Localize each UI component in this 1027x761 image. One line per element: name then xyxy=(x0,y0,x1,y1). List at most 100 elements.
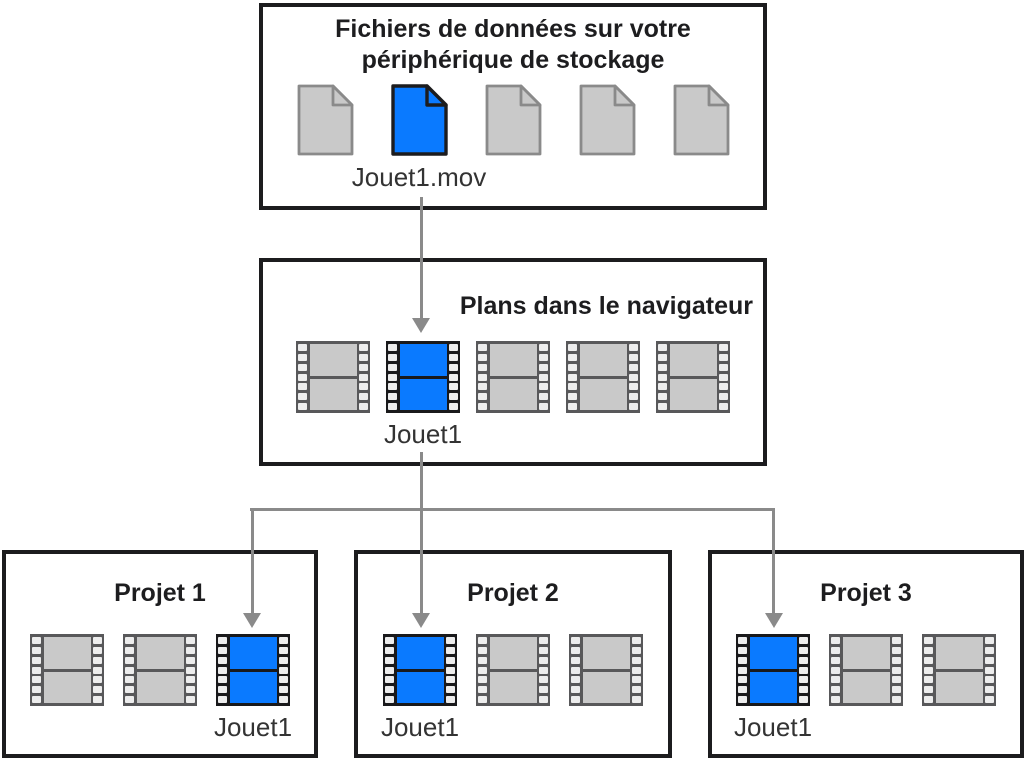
sprocket-holes-column xyxy=(277,634,291,706)
sprocket-holes-column xyxy=(656,341,670,413)
project-1-clips-row: Jouet1 xyxy=(6,634,314,742)
clip-frames xyxy=(489,341,537,413)
clip-name-label: Jouet1 xyxy=(383,419,463,449)
clip-frames xyxy=(669,341,717,413)
document-file-icon xyxy=(485,84,542,156)
project-1-box: Projet 1 Jouet1 xyxy=(2,550,318,758)
clip-icon-cell xyxy=(30,634,104,706)
sprocket-holes-column xyxy=(627,341,641,413)
sprocket-holes-column xyxy=(537,341,551,413)
storage-box-title: Fichiers de données sur votre périphériq… xyxy=(335,15,691,74)
filmstrip-clip-icon xyxy=(30,634,104,706)
clip-icon-cell: Jouet1 xyxy=(734,634,812,742)
sprocket-holes-column xyxy=(736,634,750,706)
storage-files-row: Jouet1.mov xyxy=(263,84,763,192)
file-icon-cell xyxy=(579,84,636,156)
sprocket-holes-column xyxy=(386,341,400,413)
document-file-icon xyxy=(297,84,354,156)
project-3-clips-row: Jouet1 xyxy=(712,634,1020,742)
filmstrip-clip-icon-selected xyxy=(386,341,460,413)
sprocket-holes-column xyxy=(476,634,490,706)
file-icon-cell: Jouet1.mov xyxy=(352,84,486,192)
clip-icon-cell: Jouet1 xyxy=(381,634,459,742)
sprocket-holes-column xyxy=(569,634,583,706)
filmstrip-clip-icon xyxy=(566,341,640,413)
filmstrip-clip-icon xyxy=(656,341,730,413)
sprocket-holes-column xyxy=(91,634,105,706)
clip-frames xyxy=(489,634,537,706)
sprocket-holes-column xyxy=(890,634,904,706)
filmstrip-clip-icon xyxy=(922,634,996,706)
sprocket-holes-column xyxy=(630,634,644,706)
browser-box-title: Plans dans le navigateur xyxy=(459,292,753,320)
filmstrip-clip-icon xyxy=(829,634,903,706)
sprocket-holes-column xyxy=(566,341,580,413)
sprocket-holes-column xyxy=(922,634,936,706)
document-file-icon xyxy=(673,84,730,156)
arrow-browser-to-project2-line xyxy=(419,452,423,613)
clip-frames xyxy=(43,634,91,706)
sprocket-holes-column xyxy=(357,341,371,413)
browser-clips-box: Plans dans le navigateur Jouet1 xyxy=(259,258,767,466)
filmstrip-clip-icon-selected xyxy=(383,634,457,706)
browser-clips-row: Jouet1 xyxy=(263,341,763,449)
clip-frames xyxy=(935,634,983,706)
arrow-branch-to-project3-head-icon xyxy=(764,613,783,628)
document-file-icon-selected xyxy=(390,84,448,156)
project-1-title: Projet 1 xyxy=(114,579,206,607)
file-name-label: Jouet1.mov xyxy=(351,162,487,192)
filmstrip-clip-icon xyxy=(476,341,550,413)
clip-frames xyxy=(396,634,444,706)
file-icon-cell xyxy=(485,84,542,156)
sprocket-holes-column xyxy=(216,634,230,706)
sprocket-holes-column xyxy=(717,341,731,413)
project-2-box: Projet 2 Jouet1 xyxy=(354,550,672,758)
project-2-clips-row: Jouet1 xyxy=(358,634,668,742)
filmstrip-clip-icon-selected xyxy=(216,634,290,706)
sprocket-holes-column xyxy=(383,634,397,706)
clip-icon-cell xyxy=(123,634,197,706)
clip-name-label: Jouet1 xyxy=(213,712,293,742)
sprocket-holes-column xyxy=(476,341,490,413)
filmstrip-clip-icon xyxy=(123,634,197,706)
project-3-title: Projet 3 xyxy=(820,579,912,607)
clip-icon-cell: Jouet1 xyxy=(214,634,292,742)
clip-frames xyxy=(749,634,797,706)
sprocket-holes-column xyxy=(30,634,44,706)
storage-files-box: Fichiers de données sur votre périphériq… xyxy=(259,3,767,210)
clip-frames xyxy=(309,341,357,413)
clip-frames xyxy=(579,341,627,413)
file-icon-cell xyxy=(673,84,730,156)
sprocket-holes-column xyxy=(123,634,137,706)
clip-icon-cell xyxy=(296,341,370,413)
clip-icon-cell xyxy=(569,634,643,706)
clip-icon-cell: Jouet1 xyxy=(384,341,462,449)
clip-frames xyxy=(842,634,890,706)
clip-icon-cell xyxy=(476,634,550,706)
arrow-file-to-browser-line xyxy=(419,197,423,320)
file-icon-cell xyxy=(297,84,354,156)
sprocket-holes-column xyxy=(184,634,198,706)
arrow-branch-to-project1-line xyxy=(250,508,254,613)
arrow-branch-horizontal-line xyxy=(250,508,775,511)
sprocket-holes-column xyxy=(296,341,310,413)
clip-icon-cell xyxy=(922,634,996,706)
clip-icon-cell xyxy=(656,341,730,413)
sprocket-holes-column xyxy=(447,341,461,413)
clip-frames xyxy=(399,341,447,413)
sprocket-holes-column xyxy=(537,634,551,706)
filmstrip-clip-icon xyxy=(296,341,370,413)
sprocket-holes-column xyxy=(829,634,843,706)
sprocket-holes-column xyxy=(444,634,458,706)
project-3-box: Projet 3 Jouet1 xyxy=(708,550,1024,758)
arrow-file-to-browser-head-icon xyxy=(411,318,430,333)
clip-frames xyxy=(136,634,184,706)
filmstrip-clip-icon xyxy=(476,634,550,706)
document-file-icon xyxy=(579,84,636,156)
filmstrip-clip-icon-selected xyxy=(736,634,810,706)
clip-icon-cell xyxy=(829,634,903,706)
clip-frames xyxy=(582,634,630,706)
project-2-title: Projet 2 xyxy=(467,579,559,607)
clip-name-label: Jouet1 xyxy=(733,712,813,742)
